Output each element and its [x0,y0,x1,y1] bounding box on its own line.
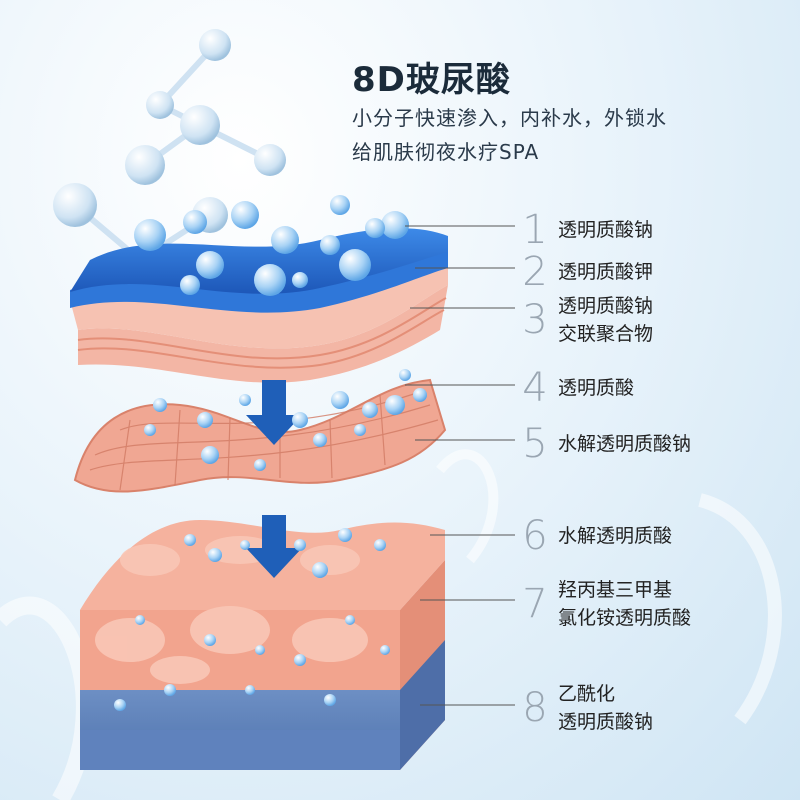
layer-text: 水解透明质酸钠 [558,433,692,455]
bubble [399,369,411,381]
layer-label-8: 8 乙酰化 透明质酸钠 [520,680,653,736]
layer-label-5: 5 水解透明质酸钠 [520,424,691,464]
bubble [292,412,308,428]
bubble [330,195,350,215]
layer-label-7: 7 羟丙基三甲基 氯化铵透明质酸 [520,576,691,632]
layer-text: 透明质酸钠 [558,219,654,241]
bubble [362,402,378,418]
bubble [153,398,167,412]
bubble [254,264,286,296]
bubble [413,388,427,402]
layer-text: 透明质酸钾 [558,261,654,283]
bubble [180,275,200,295]
bubble [164,684,176,696]
layer-text: 水解透明质酸 [558,525,673,547]
bubble [320,235,340,255]
bubble [196,251,224,279]
bubble [354,424,366,436]
bubble [240,540,250,550]
bubble [374,539,386,551]
bubble [313,433,327,447]
layer-number: 6 [522,513,548,559]
bubble [339,249,371,281]
layer-label-4: 4 透明质酸 [520,368,634,408]
bubble [324,694,336,706]
bubble [255,645,265,655]
layer-text: 透明质酸 [558,377,635,399]
layer-number: 5 [522,421,548,467]
bubble [381,211,409,239]
page-title: 8D玻尿酸 [352,60,511,100]
bubble [197,412,213,428]
bubble [345,615,355,625]
bubble [135,615,145,625]
bubble [245,685,255,695]
layer-label-2: 2 透明质酸钾 [520,252,653,292]
bubble [331,391,349,409]
subtitle-line-2: 给肌肤彻夜水疗SPA [352,140,540,164]
bubble [183,210,207,234]
layer-label-6: 6 水解透明质酸 [520,516,672,556]
bubble [114,699,126,711]
subtitle-line-1: 小分子快速渗入，内补水，外锁水 [352,106,667,130]
bubble [338,528,352,542]
layer-number: 7 [522,581,548,627]
layer-number: 2 [522,249,548,295]
layer-text: 羟丙基三甲基 [558,579,673,601]
layer-text: 氯化铵透明质酸 [558,607,692,629]
bubble [204,634,216,646]
bubble [294,539,306,551]
layer-text: 透明质酸钠 [558,711,654,733]
bubble [294,654,306,666]
bubble [385,395,405,415]
bubble [365,218,385,238]
water-bubbles [114,195,427,711]
layer-text: 交联聚合物 [558,323,654,345]
layer-label-3: 3 透明质酸钠 交联聚合物 [520,292,653,348]
bubble [271,226,299,254]
bubble [231,201,259,229]
bubble [312,562,328,578]
bubble [184,534,196,546]
bubble [144,424,156,436]
layer-number: 3 [522,297,548,343]
bubble [201,446,219,464]
bubble [380,645,390,655]
water-splash-decoration [0,449,782,800]
layer-text: 乙酰化 [558,683,616,705]
layer-number: 4 [522,365,548,411]
layer-number: 1 [522,207,548,253]
bubble [134,219,166,251]
molecule-icon [53,29,286,263]
bubble [239,394,251,406]
bubble [254,459,266,471]
layer-number: 8 [522,685,548,731]
layer-label-1: 1 透明质酸钠 [520,210,653,250]
top-skin-layers [70,228,448,383]
bubble [292,272,308,288]
down-arrow-icon [246,380,302,578]
bubble [208,548,222,562]
layer-text: 透明质酸钠 [558,295,654,317]
leader-lines [405,225,515,706]
